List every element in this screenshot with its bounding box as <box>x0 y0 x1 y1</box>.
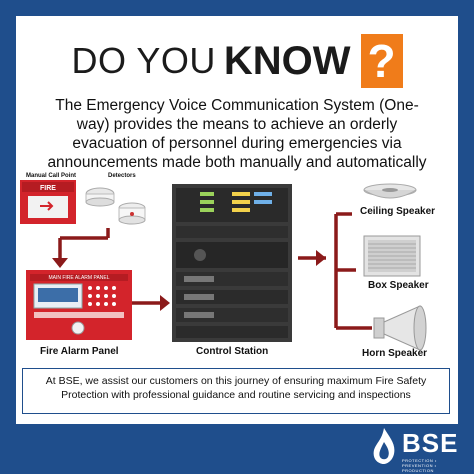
control-station-caption: Control Station <box>196 346 269 357</box>
flame-icon <box>373 428 395 464</box>
logo-tagline: PROTECTION • PREVENTION • PRODUCTION <box>402 458 437 473</box>
ceiling-speaker-icon <box>363 183 417 199</box>
call-point-face-text: FIRE <box>40 185 56 192</box>
arrow-down-icon <box>52 258 68 268</box>
arrow-heads <box>52 250 326 311</box>
arrow-right-icon <box>160 295 170 311</box>
detectors-caption: Detectors <box>108 173 136 179</box>
control-station-rack-icon <box>172 184 292 342</box>
bse-logo: BSE PROTECTION • PREVENTION • PRODUCTION <box>370 424 460 473</box>
horn-speaker-caption: Horn Speaker <box>362 348 428 359</box>
box-speaker-icon <box>363 235 421 277</box>
fire-alarm-panel-icon <box>26 270 132 340</box>
arrow-right-icon <box>316 250 326 266</box>
manual-call-point-icon <box>20 180 76 224</box>
headline-emphasis: KNOW <box>223 38 351 83</box>
heat-detector-icon <box>118 202 146 225</box>
intro-text: The Emergency Voice Communication System… <box>47 97 427 171</box>
footer-text: At BSE, we assist our customers on this … <box>45 375 427 401</box>
panel-header-text: MAIN FIRE ALARM PANEL <box>48 275 109 281</box>
manual-call-point-caption: Manual Call Point <box>26 173 77 179</box>
footer-callout <box>22 368 450 414</box>
horn-speaker-icon <box>373 305 427 351</box>
ceiling-speaker-caption: Ceiling Speaker <box>360 206 436 217</box>
smoke-detector-icon <box>85 187 115 207</box>
box-speaker-caption: Box Speaker <box>368 280 429 291</box>
question-mark-badge: ? <box>360 34 403 88</box>
logo-brand-text: BSE <box>402 428 459 458</box>
fire-alarm-panel-caption: Fire Alarm Panel <box>40 346 119 357</box>
headline-prefix: DO YOU <box>71 40 216 81</box>
